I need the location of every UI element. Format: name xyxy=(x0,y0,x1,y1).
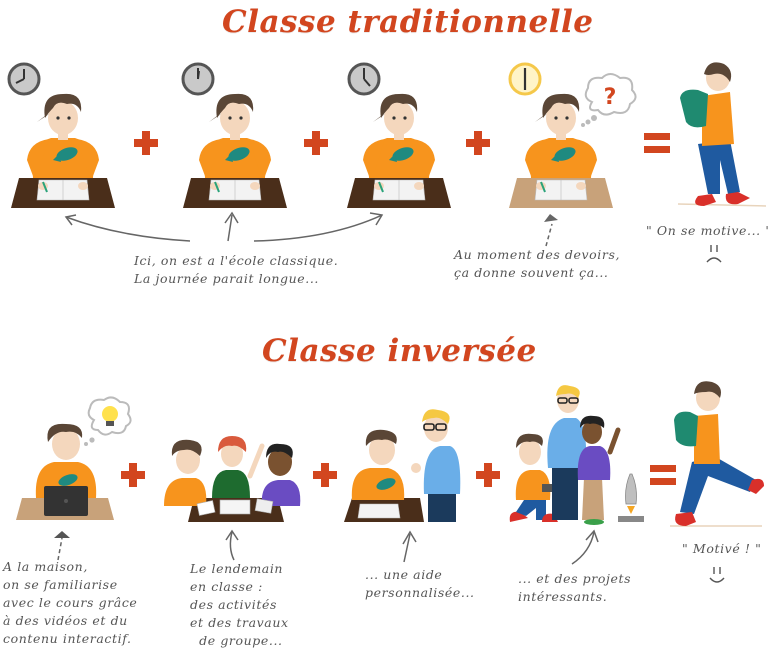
plus-icon xyxy=(313,463,337,487)
happy-face-icon xyxy=(709,567,725,583)
group-work-figure xyxy=(164,436,301,522)
student-laptop-figure xyxy=(16,423,114,520)
arrows-school-day xyxy=(64,211,384,242)
equals-icon xyxy=(650,465,676,485)
title-traditional: Classe traditionnelle xyxy=(222,4,594,40)
arrow-help xyxy=(402,530,417,563)
note-home: A la maison, on se familiarise avec le c… xyxy=(3,559,138,646)
arrow-homework xyxy=(544,214,558,247)
student-at-desk-figure xyxy=(10,92,116,209)
demotivated-student-figure xyxy=(677,62,767,207)
equals-icon xyxy=(644,133,670,153)
arrow-projects xyxy=(571,529,599,565)
question-thought-bubble-icon: ? xyxy=(581,73,637,127)
motivated-student-figure xyxy=(670,381,764,527)
clock-icon xyxy=(7,62,41,96)
result-quote-demotivated: " On se motive... " xyxy=(646,223,768,238)
night-clock-icon xyxy=(508,62,542,96)
note-homework: Au moment des devoirs, ça donne souvent … xyxy=(454,247,621,280)
note-school-day: Ici, on est a l'école classique. La jour… xyxy=(134,253,339,286)
plus-icon xyxy=(466,131,490,155)
note-next-day: Le lendemain en classe : des activités e… xyxy=(190,561,289,648)
sad-face-icon xyxy=(706,245,722,263)
plus-icon xyxy=(134,131,158,155)
student-homework-figure xyxy=(508,92,614,209)
svg-text:?: ? xyxy=(604,85,617,110)
student-at-desk-figure xyxy=(346,92,452,209)
title-flipped: Classe inversée xyxy=(262,333,537,369)
plus-icon xyxy=(121,463,145,487)
clock-icon xyxy=(347,62,381,96)
lightbulb-thought-bubble-icon xyxy=(84,396,132,446)
note-help: ... une aide personnalisée... xyxy=(365,567,475,600)
teacher-helping-figure xyxy=(344,409,461,522)
student-at-desk-figure xyxy=(182,92,288,209)
note-projects: ... et des projets intéressants. xyxy=(518,571,632,604)
arrow-home xyxy=(54,531,70,561)
projects-rocket-figure xyxy=(509,385,644,525)
arrow-next-day xyxy=(225,529,239,561)
plus-icon xyxy=(476,463,500,487)
clock-icon xyxy=(181,62,215,96)
result-quote-motivated: " Motivé ! " xyxy=(682,541,762,556)
plus-icon xyxy=(304,131,328,155)
